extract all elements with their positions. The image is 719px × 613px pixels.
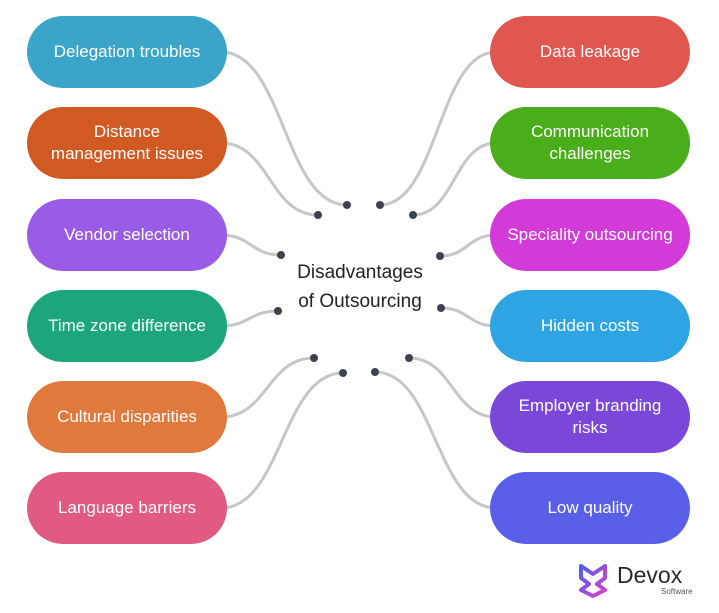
item-label-line: Low quality: [547, 498, 633, 517]
left-connector-dot-5: [310, 354, 318, 362]
item-label-line: Language barriers: [58, 498, 196, 517]
left-connector-dot-2: [314, 211, 322, 219]
item-label: Distance management issues: [51, 121, 203, 165]
item-label-line: Vendor selection: [64, 225, 190, 244]
item-label: Language barriers: [58, 497, 196, 519]
right-item-6: Low quality: [490, 472, 690, 544]
item-label: Low quality: [547, 497, 632, 519]
right-connector-5: [408, 356, 497, 419]
left-connector-1: [220, 50, 348, 207]
item-label-line: Distance: [93, 122, 161, 141]
item-label: Cultural disparities: [57, 406, 197, 428]
item-label-line: Hidden costs: [540, 316, 640, 335]
diagram-title: Disadvantages of Outsourcing: [275, 258, 445, 316]
right-connector-2: [412, 141, 497, 217]
left-item-1: Delegation troubles: [27, 16, 227, 88]
title-line: Disadvantages: [297, 262, 423, 283]
item-label: Communication challenges: [531, 121, 649, 165]
right-connector-dot-5: [405, 354, 413, 362]
right-connector-1: [379, 50, 497, 207]
item-label-line: Employer branding: [518, 396, 662, 415]
item-label: Delegation troubles: [54, 41, 200, 63]
left-connector-4: [220, 309, 279, 328]
right-connector-6: [374, 370, 497, 510]
item-label-line: Delegation troubles: [53, 42, 201, 61]
item-label-line: Time zone difference: [48, 316, 206, 335]
right-item-3: Speciality outsourcing: [490, 199, 690, 271]
right-item-4: Hidden costs: [490, 290, 690, 362]
brand-name: Devox: [617, 562, 683, 588]
left-item-3: Vendor selection: [27, 199, 227, 271]
left-connector-dot-3: [277, 251, 285, 259]
left-connector-dot-6: [339, 369, 347, 377]
right-connector-dot-3: [436, 252, 444, 260]
right-item-5: Employer branding risks: [490, 381, 690, 453]
right-connector-3: [439, 233, 497, 258]
left-connector-2: [220, 141, 319, 217]
item-label: Vendor selection: [64, 224, 190, 246]
left-connector-3: [220, 233, 282, 257]
right-connector-dot-4: [437, 304, 445, 312]
right-connector-dot-2: [409, 211, 417, 219]
left-item-2: Distance management issues: [27, 107, 227, 179]
item-label-line: Data leakage: [539, 42, 641, 61]
title-line: of Outsourcing: [298, 291, 422, 312]
left-connector-dot-1: [343, 201, 351, 209]
left-item-4: Time zone difference: [27, 290, 227, 362]
right-item-1: Data leakage: [490, 16, 690, 88]
left-connector-dot-4: [274, 307, 282, 315]
item-label: Employer branding risks: [519, 395, 662, 439]
item-label-line: Communication: [530, 122, 650, 141]
devox-logo-icon: [579, 564, 607, 598]
item-label: Time zone difference: [48, 315, 206, 337]
left-connector-6: [220, 371, 344, 510]
item-label-line: management issues: [50, 144, 204, 163]
left-item-5: Cultural disparities: [27, 381, 227, 453]
brand-subtitle: Software: [661, 587, 693, 596]
item-label: Hidden costs: [541, 315, 639, 337]
left-item-6: Language barriers: [27, 472, 227, 544]
right-connector-dot-6: [371, 368, 379, 376]
item-label-line: Cultural disparities: [57, 407, 197, 426]
right-connector-dot-1: [376, 201, 384, 209]
item-label-line: Speciality outsourcing: [507, 225, 673, 244]
item-label-line: challenges: [549, 144, 631, 163]
item-label-line: risks: [572, 418, 608, 437]
item-label: Data leakage: [540, 41, 640, 63]
left-connector-5: [220, 356, 315, 419]
item-label: Speciality outsourcing: [507, 224, 672, 246]
right-item-2: Communication challenges: [490, 107, 690, 179]
devox-brand: Devox Software: [573, 560, 713, 600]
right-connector-4: [440, 306, 497, 328]
